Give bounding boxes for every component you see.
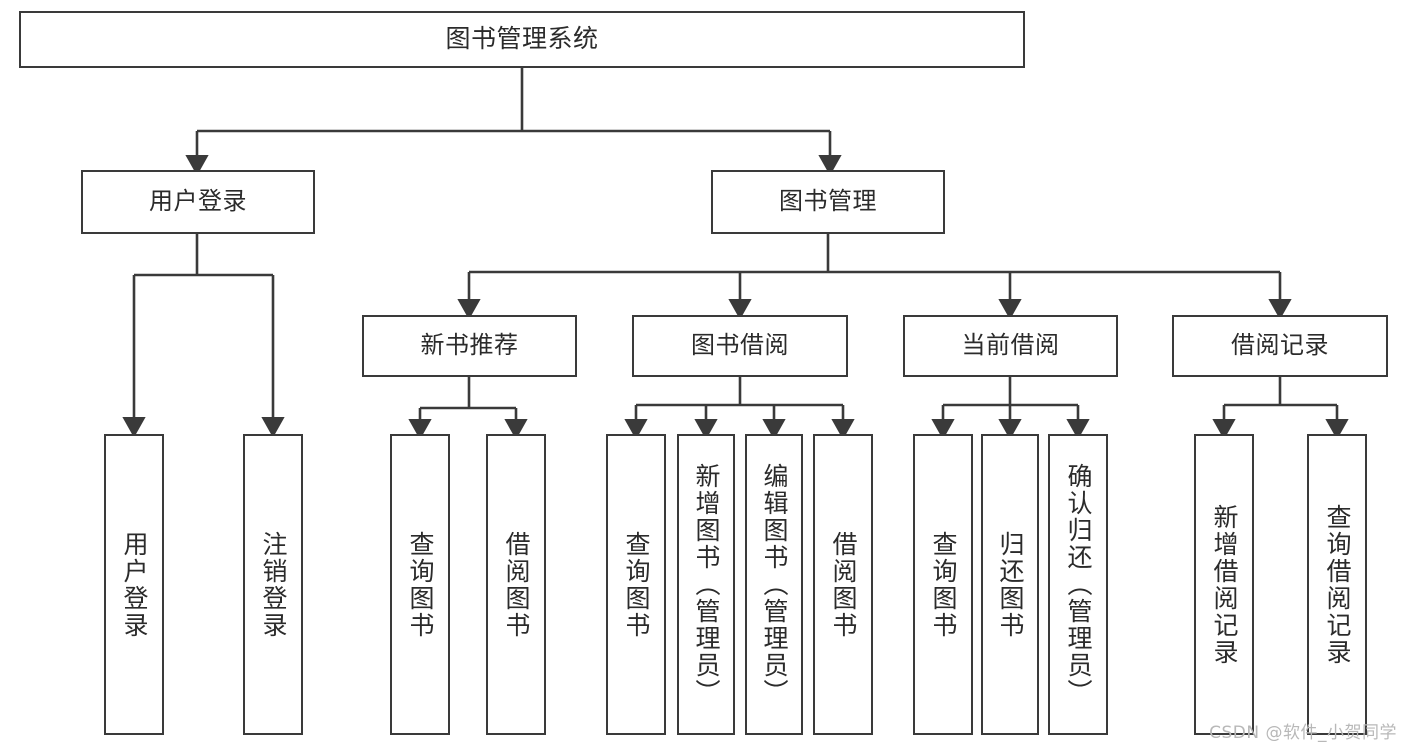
node-leaf-logout-label: 注销登录: [259, 530, 288, 639]
node-leaf-borrow-book-1[interactable]: 借阅图书: [486, 434, 546, 735]
node-leaf-add-book[interactable]: 新增图书（管理员）: [677, 434, 735, 735]
node-leaf-confirm-return-label: 确认归还（管理员）: [1064, 463, 1093, 706]
node-book-manage[interactable]: 图书管理: [711, 170, 945, 234]
node-book-borrow-label: 图书借阅: [691, 331, 789, 360]
node-leaf-return-book-label: 归还图书: [996, 530, 1025, 639]
node-leaf-return-book[interactable]: 归还图书: [981, 434, 1039, 735]
node-leaf-edit-book-label: 编辑图书（管理员）: [760, 463, 789, 706]
node-book-borrow[interactable]: 图书借阅: [632, 315, 848, 377]
node-leaf-borrow-book-2[interactable]: 借阅图书: [813, 434, 873, 735]
node-leaf-borrow-book-1-label: 借阅图书: [502, 530, 531, 639]
node-current-borrow-label: 当前借阅: [961, 331, 1060, 360]
node-leaf-query-book-1[interactable]: 查询图书: [390, 434, 450, 735]
node-new-book-recommend[interactable]: 新书推荐: [362, 315, 577, 377]
node-leaf-edit-book[interactable]: 编辑图书（管理员）: [745, 434, 803, 735]
node-leaf-add-book-label: 新增图书（管理员）: [692, 463, 721, 706]
node-leaf-query-book-1-label: 查询图书: [406, 530, 435, 639]
csdn-watermark: CSDN @软件_小贺同学: [1209, 723, 1397, 743]
node-leaf-add-record-label: 新增借阅记录: [1210, 503, 1239, 666]
node-root-label: 图书管理系统: [445, 24, 599, 54]
node-leaf-query-book-3-label: 查询图书: [929, 530, 958, 639]
node-leaf-borrow-book-2-label: 借阅图书: [829, 530, 858, 639]
node-leaf-user-login[interactable]: 用户登录: [104, 434, 164, 735]
node-leaf-add-record[interactable]: 新增借阅记录: [1194, 434, 1254, 735]
node-borrow-record-label: 借阅记录: [1231, 331, 1329, 360]
node-user-login[interactable]: 用户登录: [81, 170, 315, 234]
node-new-book-recommend-label: 新书推荐: [420, 331, 519, 360]
node-user-login-label: 用户登录: [149, 187, 247, 216]
node-current-borrow[interactable]: 当前借阅: [903, 315, 1118, 377]
node-leaf-confirm-return[interactable]: 确认归还（管理员）: [1048, 434, 1108, 735]
node-leaf-query-record-label: 查询借阅记录: [1323, 503, 1352, 666]
node-borrow-record[interactable]: 借阅记录: [1172, 315, 1388, 377]
node-leaf-user-login-label: 用户登录: [120, 530, 149, 639]
node-root[interactable]: 图书管理系统: [19, 11, 1025, 68]
node-leaf-query-book-3[interactable]: 查询图书: [913, 434, 973, 735]
node-book-manage-label: 图书管理: [779, 187, 877, 216]
node-leaf-query-book-2[interactable]: 查询图书: [606, 434, 666, 735]
node-leaf-logout[interactable]: 注销登录: [243, 434, 303, 735]
node-leaf-query-record[interactable]: 查询借阅记录: [1307, 434, 1367, 735]
node-leaf-query-book-2-label: 查询图书: [622, 530, 651, 639]
